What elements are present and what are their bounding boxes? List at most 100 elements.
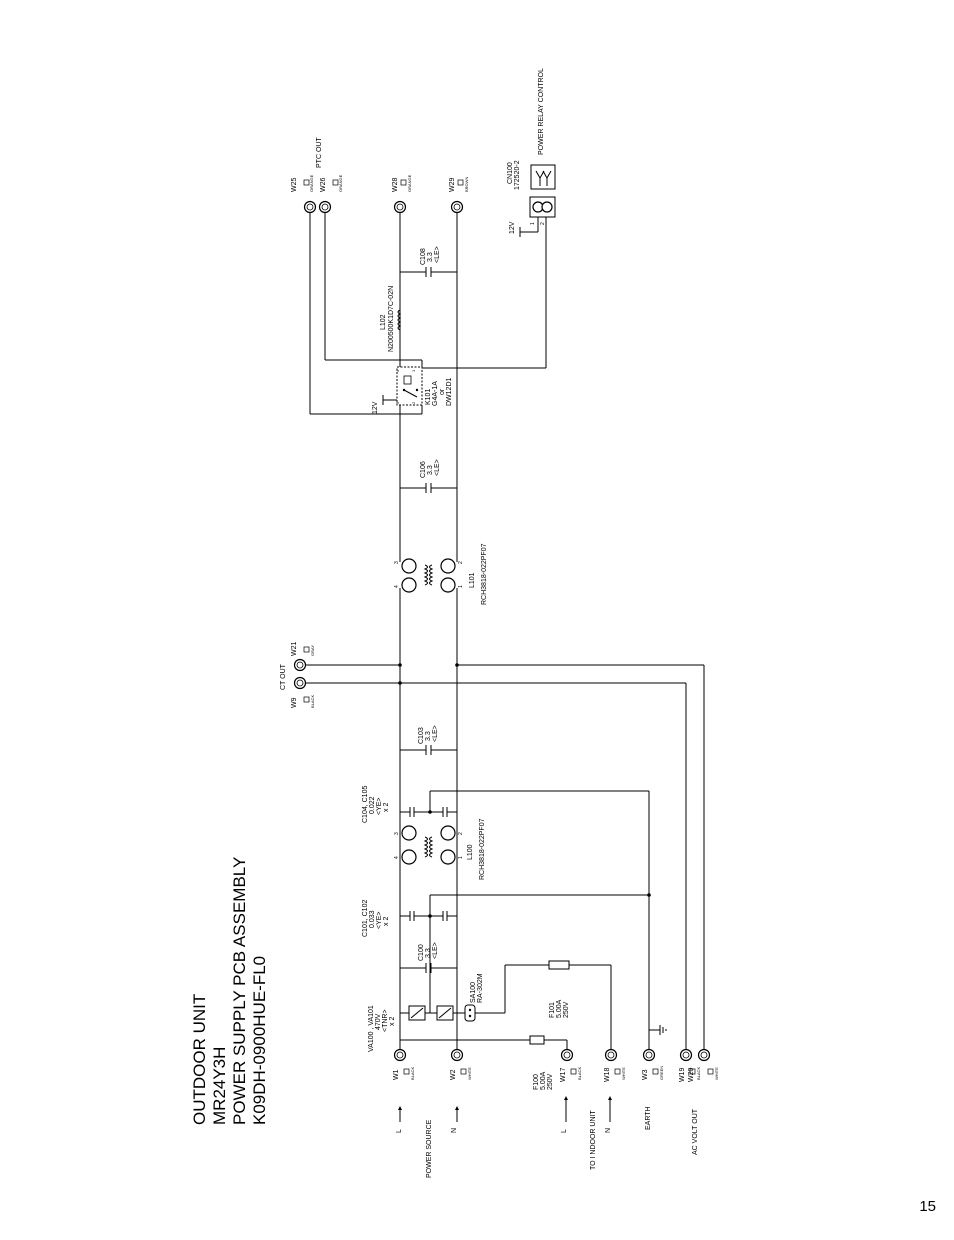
c104-line2: 0.022	[369, 796, 376, 814]
c100-line2: 3.3	[425, 948, 432, 958]
terminal-w3: W3 GREEN	[642, 1048, 664, 1080]
k101-pin2: 2	[411, 401, 416, 404]
l100-line2: RCH3818-022PF07	[479, 818, 486, 880]
terminal-w25-name: W25	[291, 178, 298, 193]
c101-line4: x 2	[383, 917, 390, 926]
c101-line3: <YE>	[376, 911, 383, 929]
capacitor-c108: C108 3.3 <LE>	[400, 246, 457, 277]
label-n-1: N	[451, 1128, 458, 1133]
terminal-w21-name: W21	[291, 642, 298, 657]
cn100-12v: 12V	[509, 221, 516, 234]
va100-line4: x 2	[389, 1017, 396, 1026]
ct-out-label: CT OUT	[280, 663, 287, 690]
title-line-1: OUTDOOR UNIT	[190, 994, 209, 1125]
c100-line3: <LE>	[432, 942, 439, 959]
capacitor-c103: C103 3.3 <LE>	[400, 725, 457, 755]
f100-line3: 250V	[547, 1073, 554, 1090]
cn100-line1: CN100	[507, 162, 514, 184]
label-l-1: L	[396, 1129, 403, 1133]
terminal-w25-color: ORANGE	[309, 174, 314, 192]
earth-label: EARTH	[645, 1106, 652, 1130]
page-number: 15	[919, 1198, 936, 1215]
ac-volt-out-label: AC VOLT OUT	[692, 1108, 699, 1155]
k101-line1: K101	[425, 389, 432, 405]
terminal-w9-color: BLACK	[310, 695, 315, 708]
c103-line2: 3.3	[425, 731, 432, 741]
l101-line2: RCH3818-022PF07	[481, 543, 488, 605]
terminal-w29-color: BROWN	[464, 177, 469, 192]
choke-l100: 4 3 1 2 L100 RCH3818-022PF07	[394, 818, 486, 880]
terminal-w17-color: BLACK	[577, 1067, 582, 1080]
k101-pin4: 4	[395, 369, 400, 372]
bottom-terminals: W1 BLACK W2 WHITE W17 BLACK W18 WHITE W3…	[393, 1048, 719, 1083]
c101-line1: C101, C102	[362, 900, 369, 937]
c103-line3: <LE>	[432, 725, 439, 742]
terminal-w1: W1 BLACK	[393, 1048, 415, 1080]
c103-line1: C103	[418, 727, 425, 744]
main-rails	[300, 213, 705, 1049]
label-l-2: L	[561, 1129, 568, 1133]
l101-pin2: 2	[458, 561, 464, 564]
f101-line2: 5.00A	[556, 999, 563, 1018]
terminal-w17: W17 BLACK	[560, 1048, 582, 1082]
capacitor-c101: C101, C102 0.033 <YE> x 2	[362, 900, 457, 937]
terminal-w2: W2 WHITE	[450, 1048, 472, 1080]
terminal-w9-name: W9	[291, 697, 298, 708]
terminal-w2-color: WHITE	[467, 1067, 472, 1080]
terminal-w20-color: WHITE	[714, 1067, 719, 1080]
c108-line3: <LE>	[434, 246, 441, 263]
f101-line1: F101	[549, 1002, 556, 1018]
terminal-w26-name: W26	[320, 178, 327, 193]
c104-line1: C104, C105	[362, 786, 369, 823]
l100-pin4: 4	[394, 856, 400, 859]
terminal-w28-name: W28	[392, 178, 399, 193]
f100-line2: 5.00A	[540, 1071, 547, 1090]
terminal-w18-name: W18	[604, 1068, 611, 1083]
sa100-line1: SA100	[470, 982, 477, 1003]
choke-l101: 4 3 1 2 L101 RCH3818-022PF07	[394, 543, 488, 605]
capacitor-c106: C106 3.3 <LE>	[400, 459, 457, 493]
l100-pin1: 1	[458, 856, 464, 859]
terminal-w2-name: W2	[450, 1069, 457, 1080]
capacitor-c104: C104, C105 0.022 <YE> x 2	[362, 786, 457, 823]
title-line-3: POWER SUPPLY PCB ASSEMBLY	[230, 857, 249, 1125]
inductor-l102: L102 N200500K1D7C-02N	[380, 286, 402, 352]
k101-pin1: 1	[411, 369, 416, 372]
terminal-w3-name: W3	[642, 1069, 649, 1080]
varistor-va100: VA100 , VA101 470V <TNR> x 2	[368, 1005, 471, 1052]
c101-line2: 0.033	[369, 910, 376, 928]
k101-line4: DW12D1	[446, 377, 453, 406]
label-n-2: N	[605, 1128, 612, 1133]
ptc-out-label: PTC OUT	[316, 137, 323, 168]
terminal-w19: W19 BLACK	[679, 1048, 701, 1082]
l100-pin3: 3	[394, 832, 400, 835]
top-terminals: W25 ORANGE PTC OUT W26 ORANGE W28 ORANGE…	[291, 137, 469, 214]
va100-line3: <TNR>	[382, 1009, 389, 1032]
fuse-f100: F100 5.00A 250V	[529, 1035, 554, 1090]
f101-line3: 250V	[563, 1001, 570, 1018]
va100-line1: VA100 , VA101	[368, 1005, 375, 1052]
c106-line3: <LE>	[434, 459, 441, 476]
power-relay-control-label: POWER RELAY CONTROL	[538, 68, 545, 155]
terminal-w29-name: W29	[449, 178, 456, 193]
input-labels: POWER SOURCE TO I NDOOR UNIT EARTH AC VO…	[396, 1096, 699, 1178]
l100-line1: L100	[467, 844, 474, 860]
title-line-4: K09DH-0900HUE-FL0	[250, 956, 269, 1125]
terminal-w19-color: BLACK	[696, 1067, 701, 1080]
k101-line3: or	[439, 388, 446, 395]
c104-line3: <YE>	[376, 797, 383, 815]
title-line-2: MR24Y3H	[210, 1047, 229, 1125]
c106-line2: 3.3	[427, 465, 434, 475]
terminal-w1-name: W1	[393, 1069, 400, 1080]
terminal-w3-color: GREEN	[659, 1066, 664, 1080]
k101-pin3: 3	[395, 401, 400, 404]
l100-pin2: 2	[458, 832, 464, 835]
surge-absorber-sa100: SA100 RA-302M	[464, 973, 485, 1022]
title-block: OUTDOOR UNIT MR24Y3H POWER SUPPLY PCB AS…	[190, 857, 269, 1125]
capacitor-c100: C100 3.3 <LE>	[400, 942, 457, 973]
k101-12v: 12V	[372, 401, 379, 414]
connector-cn100: 1 2 12V CN100 172520-2 POWER RELAY CONTR…	[507, 68, 556, 237]
cn100-line2: 172520-2	[514, 160, 521, 190]
terminal-w26-color: ORANGE	[338, 174, 343, 192]
